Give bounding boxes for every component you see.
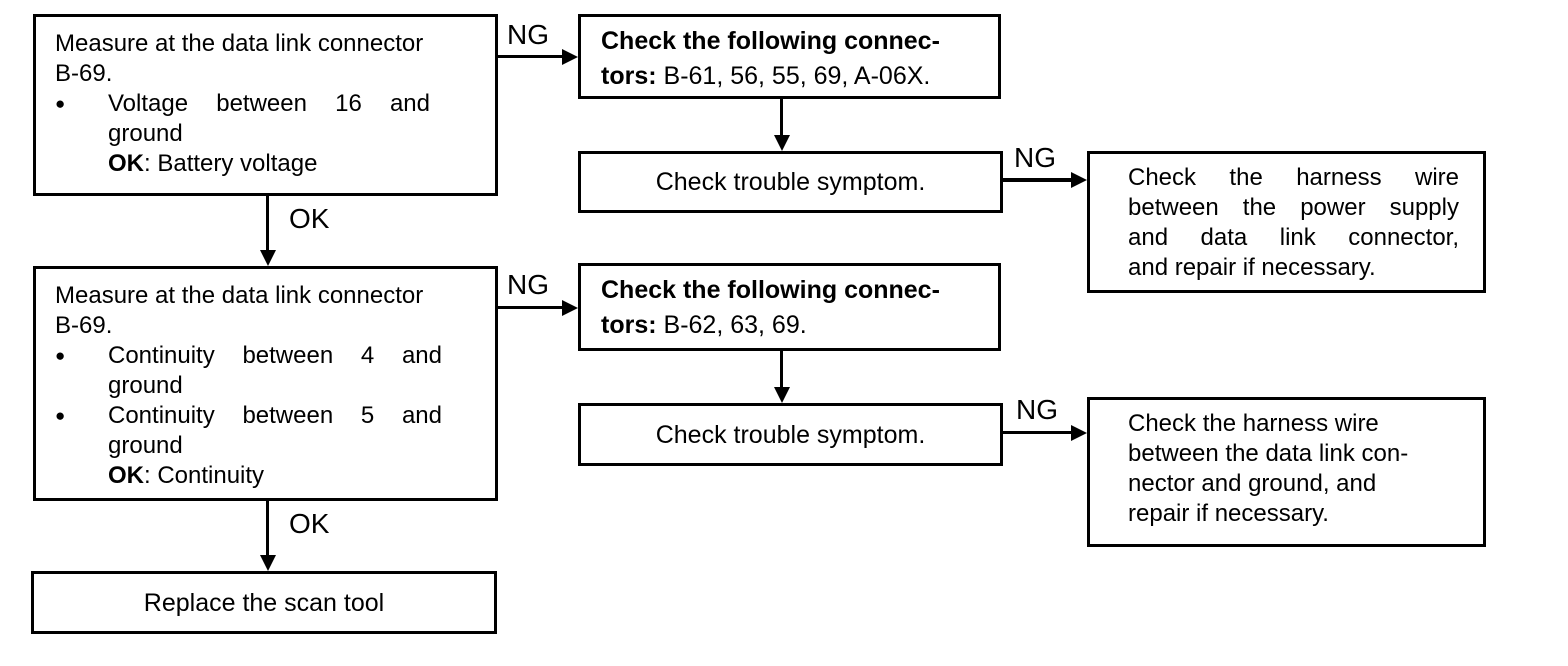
bullet-icon: ●	[55, 94, 66, 113]
bullet-icon: ●	[55, 406, 66, 425]
node-harness-ground: Check the harness wire between the data …	[1087, 397, 1486, 547]
ok-result-line: OK: Battery voltage	[108, 149, 430, 179]
arrow-line	[1003, 178, 1073, 182]
node-text-line: Check trouble symptom.	[655, 168, 926, 196]
node-text-line: Check the following connec-	[601, 276, 940, 304]
bullet-item: ● Continuity between 5 and ground OK: Co…	[55, 401, 485, 491]
arrowhead-right-icon	[1071, 172, 1087, 188]
node-check-connectors-1: Check the following connec- tors: B-61, …	[578, 14, 1001, 99]
node-check-symptom-2: Check trouble symptom.	[578, 403, 1003, 466]
node-text-line: Check the harness wire	[1128, 164, 1459, 191]
bold-fragment: tors:	[601, 62, 657, 90]
node-text-line: Continuity between 5 and	[108, 402, 442, 429]
node-text-line: Check trouble symptom.	[655, 420, 926, 449]
node-text-line: and data link connector,	[1128, 224, 1459, 251]
bullet-item: ● Continuity between 4 and ground	[55, 341, 485, 401]
edge-label-ng: NG	[1014, 142, 1056, 173]
ok-keyword: OK	[108, 462, 144, 489]
arrowhead-down-icon	[774, 387, 790, 403]
node-text-line: Check the following connec-	[601, 27, 940, 55]
bullet-item: ● Voltage between 16 and ground OK: Batt…	[55, 89, 485, 179]
node-text-line: tors: B-61, 56, 55, 69, A-06X.	[601, 59, 988, 94]
bold-fragment: tors:	[601, 311, 657, 339]
node-text-line: Check the harness wire	[1128, 410, 1379, 437]
bullet-text: Continuity between 5 and ground OK: Cont…	[108, 401, 442, 491]
bullet-text: Voltage between 16 and ground OK: Batter…	[108, 89, 430, 179]
node-text-line: Measure at the data link connector	[55, 282, 424, 309]
edge-label-ng: NG	[507, 269, 549, 300]
edge-label-ok: OK	[289, 203, 330, 234]
node-text-line: Voltage between 16 and	[108, 90, 430, 117]
node-check-connectors-2: Check the following connec- tors: B-62, …	[578, 263, 1001, 351]
node-text-line: Replace the scan tool	[143, 588, 385, 617]
node-text-line: ground	[108, 120, 183, 147]
ok-value: : Battery voltage	[144, 150, 318, 177]
arrow-line	[266, 501, 269, 557]
arrowhead-down-icon	[260, 555, 276, 571]
node-check-symptom-1: Check trouble symptom.	[578, 151, 1003, 213]
arrow-line	[1003, 431, 1073, 434]
arrowhead-right-icon	[562, 49, 578, 65]
node-text-line: between the power supply	[1128, 194, 1459, 221]
connector-list: B-62, 63, 69.	[663, 311, 807, 339]
ok-result-line: OK: Continuity	[108, 461, 442, 491]
node-measure-continuity: Measure at the data link connector B-69.…	[33, 266, 498, 501]
node-text-line: B-69.	[55, 60, 113, 87]
arrow-line	[498, 55, 564, 58]
edge-label-ok: OK	[289, 508, 330, 539]
node-text-line: ground	[108, 372, 183, 399]
node-text-line: between the data link con-	[1128, 440, 1409, 467]
arrowhead-right-icon	[562, 300, 578, 316]
arrow-line	[780, 351, 783, 391]
bullet-icon: ●	[55, 346, 66, 365]
arrowhead-down-icon	[774, 135, 790, 151]
node-text-line: nector and ground, and	[1128, 470, 1377, 497]
ok-value: : Continuity	[144, 462, 265, 489]
edge-label-ng: NG	[507, 19, 549, 50]
arrow-line	[498, 306, 564, 309]
node-text-line: B-69.	[55, 312, 113, 339]
node-text-line: repair if necessary.	[1128, 500, 1329, 527]
node-measure-voltage: Measure at the data link connector B-69.…	[33, 14, 498, 196]
bullet-text: Continuity between 4 and ground	[108, 341, 442, 401]
node-replace-scan-tool: Replace the scan tool	[31, 571, 497, 634]
node-text-line: ground	[108, 432, 183, 459]
node-harness-power-supply: Check the harness wire between the power…	[1087, 151, 1486, 293]
node-text-line: Measure at the data link connector	[55, 30, 424, 57]
arrow-line	[780, 99, 783, 139]
node-text-line: tors: B-62, 63, 69.	[601, 308, 988, 343]
arrowhead-right-icon	[1071, 425, 1087, 441]
connector-list: B-61, 56, 55, 69, A-06X.	[663, 62, 931, 90]
edge-label-ng: NG	[1016, 394, 1058, 425]
ok-keyword: OK	[108, 150, 144, 177]
node-text-line: Continuity between 4 and	[108, 342, 442, 369]
node-text-line: and repair if necessary.	[1128, 254, 1376, 281]
arrowhead-down-icon	[260, 250, 276, 266]
arrow-line	[266, 196, 269, 252]
